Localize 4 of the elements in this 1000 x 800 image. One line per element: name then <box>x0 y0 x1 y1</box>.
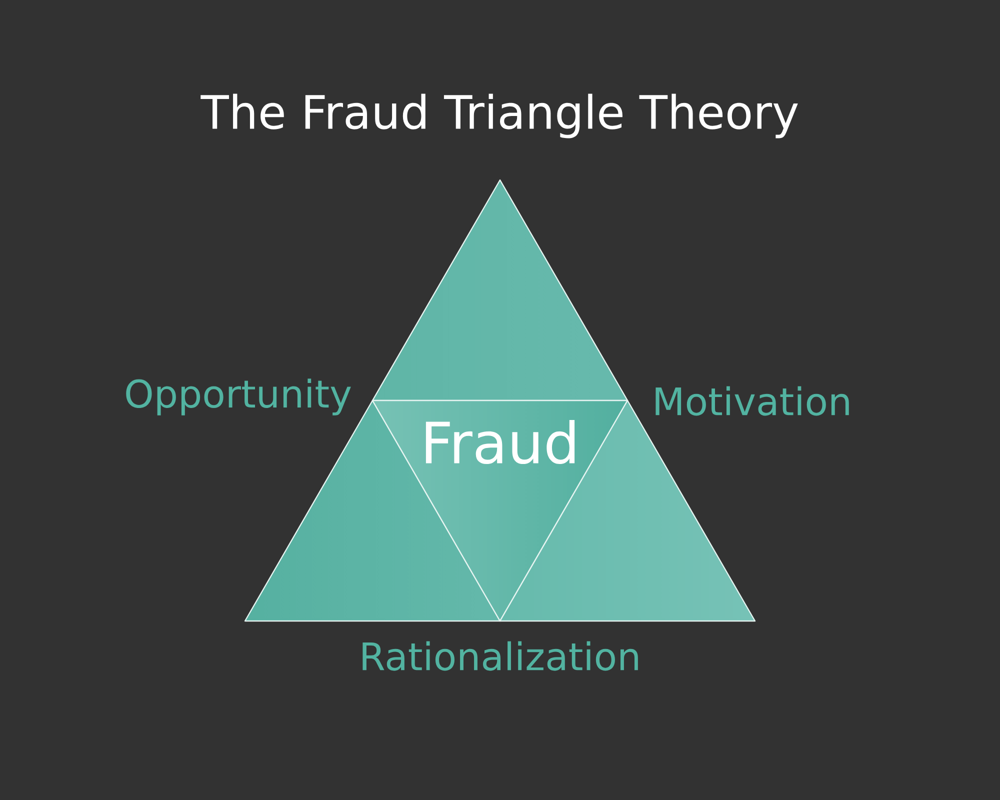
side-label: Opportunity <box>126 378 351 416</box>
side-label: Motivation <box>656 386 849 416</box>
title: The Fraud Triangle Theory <box>200 94 798 138</box>
side-label: Rationalization <box>362 641 638 671</box>
